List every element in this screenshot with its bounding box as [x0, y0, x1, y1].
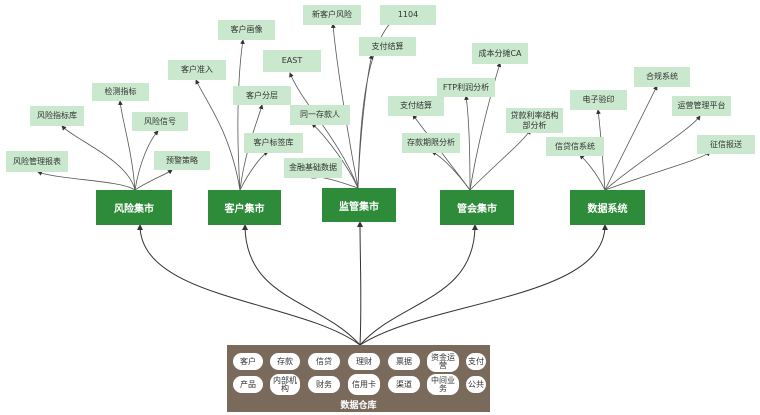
hub-datasys[interactable]: 数据系统 [570, 190, 645, 225]
leaf-monitor[interactable]: 检测指标 [92, 83, 149, 101]
edge-warehouse-datasys [359, 224, 608, 346]
wh-intermediary[interactable]: 中间业务 [427, 374, 459, 395]
wh-customer[interactable]: 客户 [233, 353, 263, 370]
hub-management[interactable]: 管会集市 [440, 190, 514, 225]
leaf-risk-report[interactable]: 风险管理报表 [6, 151, 68, 172]
warehouse-title: 数据仓库 [340, 401, 377, 411]
leaf-compliance[interactable]: 合规系统 [634, 67, 690, 87]
wh-public[interactable]: 公共 [466, 376, 486, 393]
hub-regulatory[interactable]: 监管集市 [322, 188, 396, 222]
leaf-deposit-term[interactable]: 存款期限分析 [402, 133, 460, 153]
data-warehouse: 客户 存款 信贷 理财 票据 资金运营 支付 产品 内部机构 财务 信用卡 渠道… [227, 345, 490, 412]
wh-product[interactable]: 产品 [233, 376, 263, 393]
wh-wealth[interactable]: 理财 [348, 353, 380, 370]
wh-fund-ops[interactable]: 资金运营 [427, 351, 459, 372]
edge-warehouse-regulatory [357, 221, 364, 346]
hub-risk[interactable]: 风险集市 [96, 190, 172, 225]
wh-channel[interactable]: 渠道 [388, 376, 420, 393]
edge-warehouse-risk [137, 224, 361, 346]
leaf-profile[interactable]: 客户画像 [218, 20, 275, 40]
wh-internal-org[interactable]: 内部机构 [270, 374, 300, 395]
wh-credit[interactable]: 信贷 [308, 353, 340, 370]
wh-finance[interactable]: 财务 [308, 376, 340, 393]
leaf-loan-rate[interactable]: 贷款利率结构部分析 [506, 108, 563, 133]
hub-customer[interactable]: 客户集市 [208, 190, 281, 225]
leaf-payment-2[interactable]: 支付结算 [388, 96, 444, 116]
leaf-credit-sys[interactable]: 信贷信系统 [546, 137, 604, 156]
leaf-cost[interactable]: 成本分摊CA [472, 43, 528, 64]
leaf-same-party[interactable]: 同一存款人 [290, 105, 350, 125]
leaf-ops-platform[interactable]: 运营管理平台 [672, 96, 731, 116]
edge-warehouse-management [359, 224, 478, 346]
edge-warehouse-customer [242, 224, 361, 346]
wh-deposit[interactable]: 存款 [270, 353, 300, 370]
leaf-access[interactable]: 客户准入 [168, 60, 226, 80]
wh-bill[interactable]: 票据 [388, 353, 420, 370]
leaf-risk-signal[interactable]: 风险信号 [132, 112, 188, 131]
wh-payment[interactable]: 支付 [466, 353, 486, 370]
leaf-payment-1[interactable]: 支付结算 [359, 37, 416, 56]
leaf-ebank[interactable]: 电子验印 [570, 90, 627, 110]
leaf-east[interactable]: EAST [263, 50, 321, 72]
leaf-tag[interactable]: 客户标签库 [244, 133, 303, 153]
leaf-new-risk[interactable]: 新客户风险 [303, 5, 361, 25]
leaf-warning[interactable]: 预警策略 [154, 151, 210, 170]
wh-credit-card[interactable]: 信用卡 [348, 374, 380, 395]
leaf-tier[interactable]: 客户分层 [233, 86, 291, 105]
leaf-credit-report[interactable]: 征信报送 [697, 135, 755, 154]
leaf-ftp[interactable]: FTP利润分析 [437, 78, 495, 97]
leaf-finance-data[interactable]: 金融基础数据 [284, 158, 342, 178]
leaf-1104[interactable]: 1104 [380, 5, 436, 25]
leaf-risk-indicator[interactable]: 风险指标库 [30, 106, 84, 126]
